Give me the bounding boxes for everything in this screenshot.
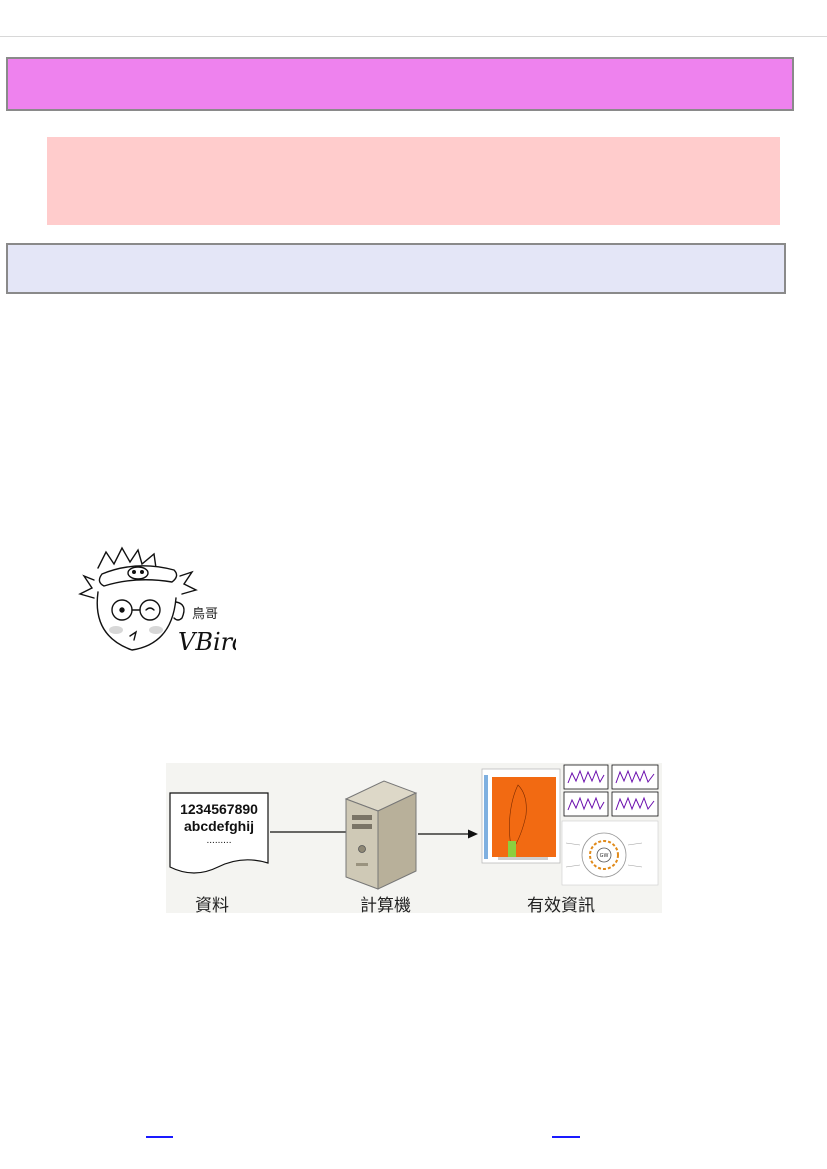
chapter-summary-box [47, 137, 780, 225]
document-letters: abcdefghij [184, 818, 254, 834]
document-digits: 1234567890 [180, 801, 258, 817]
avatar-signature: VBird [178, 628, 236, 656]
vbird-avatar: 鳥哥 VBird [78, 546, 236, 656]
label-computer: 計算機 [360, 896, 411, 916]
data-processing-figure: 1234567890 abcdefghij ......... [166, 763, 662, 916]
section-heading-bar [6, 243, 786, 294]
chapter-title-bar [6, 57, 794, 111]
footnote-link-2[interactable] [552, 1123, 580, 1138]
server-computer-icon [344, 780, 418, 890]
cycle-center-label: GW [600, 853, 609, 859]
avatar-chinese-signature: 鳥哥 [192, 607, 218, 622]
timeseries-thumbnails [563, 764, 659, 817]
label-useful-information: 有效資訊 [527, 896, 595, 916]
document-ellipsis: ......... [206, 835, 231, 846]
map-panel-thumbnail [481, 768, 561, 864]
arrow-to-information-head [468, 829, 478, 839]
label-data: 資料 [195, 896, 229, 916]
footnote-link-1[interactable] [146, 1123, 173, 1138]
cycle-diagram-thumbnail: GW [561, 820, 659, 886]
document-shape [169, 792, 269, 874]
page-top-rule [0, 36, 827, 37]
